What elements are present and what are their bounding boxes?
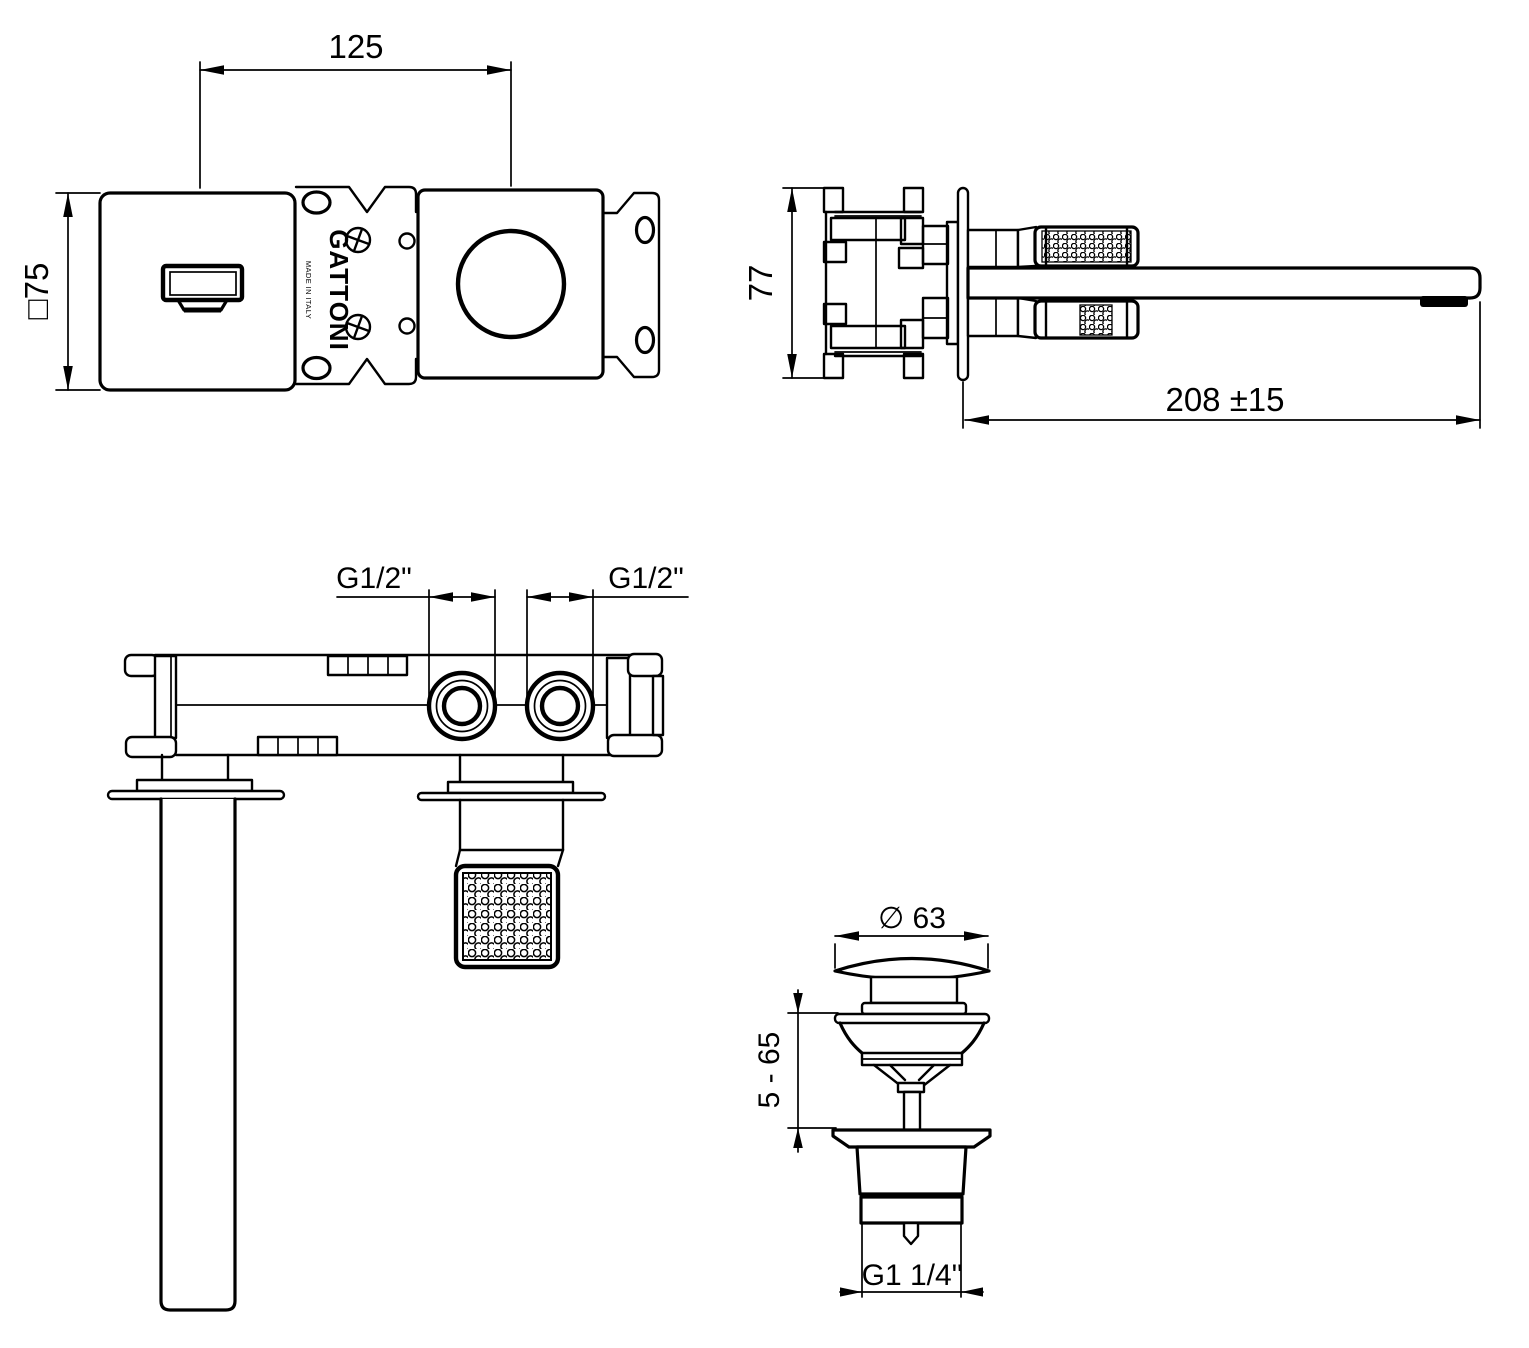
handle-lever (160, 263, 245, 313)
drain-thread-section (859, 1195, 964, 1225)
side-view: 77 208 ±15 (742, 186, 1482, 429)
screw-top-icon (344, 226, 372, 254)
drain-view: ∅ 63 5 - 65 G1 1/4" (753, 902, 992, 1298)
rib-strip-bottom (256, 735, 339, 757)
spout-top-view (106, 753, 286, 1312)
bracket-hole-bottom (398, 317, 416, 335)
inwall-body (822, 186, 960, 380)
clip-bracket-right (605, 652, 665, 758)
mounting-bracket-middle: GATTONI MADE IN ITALY (294, 185, 418, 386)
drain-lower-body (831, 1128, 992, 1246)
spout-side (966, 266, 1482, 300)
rib-strip-top (326, 654, 409, 677)
inlet-port-left (426, 670, 498, 742)
clip-bracket-left (123, 653, 178, 759)
handle-knob-side-upper (966, 225, 1140, 269)
dim-center-distance: 125 (199, 28, 512, 189)
drain-upper-body (833, 1012, 991, 1132)
dim-label-5-65: 5 - 65 (753, 1032, 786, 1109)
spout-hole (455, 228, 567, 340)
bracket-hole-top (398, 232, 416, 250)
top-body (153, 653, 632, 757)
dim-label-g12-left: G1/2" (336, 562, 412, 595)
dim-inlet-left: G1/2" (336, 562, 496, 705)
dim-label-g114: G1 1/4" (862, 1259, 963, 1292)
brand-note: MADE IN ITALY (304, 261, 313, 319)
handle-knurled-knob (453, 863, 561, 970)
handle-knob-side-lower (966, 296, 1140, 340)
drain-pin (902, 1221, 920, 1246)
dim-drain-thread: G1 1/4" (839, 1222, 984, 1298)
dim-label-63: ∅ 63 (878, 902, 946, 935)
dim-body-height: 77 (742, 187, 831, 379)
mounting-bracket-right (601, 191, 661, 379)
dim-spout-projection: 208 ±15 (962, 301, 1481, 429)
top-view: G1/2" G1/2" (106, 562, 689, 1312)
dim-drain-cap: ∅ 63 (834, 902, 989, 969)
handle-wall-plate (98, 191, 297, 392)
front-view: GATTONI MADE IN ITALY 125 (18, 28, 661, 392)
dim-plate-size: □75 (18, 192, 101, 391)
dim-drain-range: 5 - 65 (753, 989, 839, 1153)
inlet-port-right (524, 670, 596, 742)
handle-top-view (416, 753, 607, 970)
dim-label-208: 208 ±15 (1165, 381, 1284, 418)
screw-bottom-icon (344, 313, 372, 341)
dim-inlet-right: G1/2" (526, 562, 689, 705)
dim-label-77: 77 (742, 265, 779, 302)
dim-label-75: □75 (18, 263, 55, 320)
spout-wall-plate (416, 188, 605, 380)
brand-logo: GATTONI (324, 229, 354, 351)
bracket-slot-top-left (301, 190, 332, 215)
bracket-slot-bottom-left (301, 355, 332, 381)
bracket-slot-bottom-right (634, 325, 656, 355)
bracket-slot-top-right (634, 215, 656, 245)
aerator (1420, 296, 1468, 307)
drain-cap (833, 956, 991, 1016)
dim-label-g12-right: G1/2" (608, 562, 684, 595)
dim-label-125: 125 (328, 28, 383, 65)
